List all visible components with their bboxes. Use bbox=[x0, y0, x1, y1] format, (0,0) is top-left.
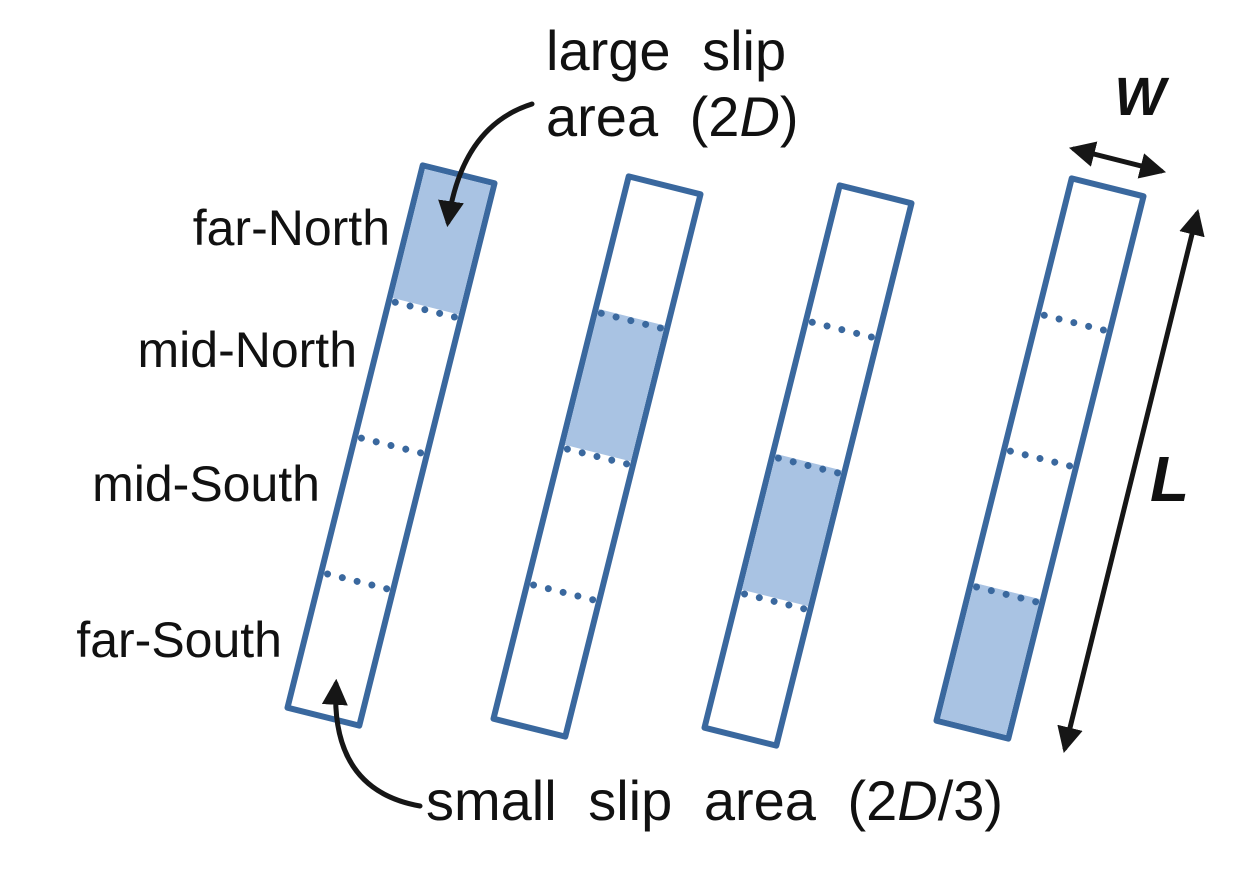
segment-far-north bbox=[599, 180, 697, 326]
segment-far-north bbox=[810, 189, 908, 335]
position-label-far-north: far-North bbox=[192, 200, 390, 256]
width-dimension-arrow bbox=[1068, 141, 1167, 179]
segment-mid-south bbox=[741, 453, 842, 607]
segment-mid-south bbox=[973, 446, 1074, 600]
large-slip-caption: large slip area (2D) bbox=[546, 18, 799, 150]
slip-variable-d: D bbox=[897, 769, 938, 832]
large-slip-caption-line1: large slip bbox=[546, 19, 787, 82]
small-slip-caption: small slip area (2D/3) bbox=[426, 769, 1004, 832]
segment-mid-south bbox=[324, 433, 425, 587]
length-dimension-label: L bbox=[1150, 443, 1190, 515]
fault-strip-scenario-mid-north bbox=[489, 172, 705, 741]
width-dimension-label: W bbox=[1114, 67, 1166, 127]
large-slip-caption-line2: area (2D) bbox=[546, 85, 799, 148]
segment-mid-south bbox=[530, 444, 631, 598]
fault-strip-scenario-far-south bbox=[932, 174, 1148, 743]
segment-mid-north bbox=[564, 309, 665, 462]
position-label-mid-north: mid-North bbox=[137, 322, 357, 378]
slip-variable-d: D bbox=[739, 85, 780, 148]
segment-far-south bbox=[708, 589, 808, 743]
position-label-mid-south: mid-South bbox=[92, 456, 320, 512]
position-label-far-south: far-South bbox=[76, 612, 282, 668]
segment-far-north bbox=[392, 168, 491, 315]
segment-far-south bbox=[291, 569, 391, 723]
segment-far-north bbox=[1042, 182, 1140, 328]
segment-far-south bbox=[940, 582, 1040, 736]
segment-mid-north bbox=[358, 298, 459, 451]
segment-mid-north bbox=[775, 318, 876, 471]
segment-mid-north bbox=[1007, 311, 1108, 464]
segment-far-south bbox=[497, 580, 597, 734]
fault-strip-scenario-mid-south bbox=[700, 181, 916, 750]
